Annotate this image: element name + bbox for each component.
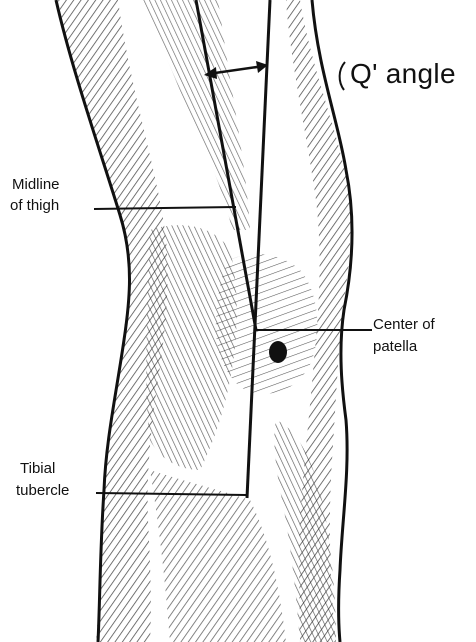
tubercle-label-line1: Tibial xyxy=(20,460,55,477)
patella-center-mark xyxy=(269,341,287,363)
midline-leader xyxy=(94,207,236,209)
leg-silhouette xyxy=(56,0,352,642)
q-angle-bracket xyxy=(340,62,345,90)
midline-label-line2: of thigh xyxy=(10,197,59,214)
shin-shading xyxy=(150,470,286,642)
q-angle-label: Q' angle xyxy=(350,58,456,90)
midline-label-line1: Midline xyxy=(12,176,60,193)
patella-label-line2: patella xyxy=(373,338,417,355)
patella-tubercle-line xyxy=(247,0,270,498)
tubercle-label-line2: tubercle xyxy=(16,482,69,499)
medial-knee-shading xyxy=(146,225,237,470)
patella-label-line1: Center of xyxy=(373,316,435,333)
